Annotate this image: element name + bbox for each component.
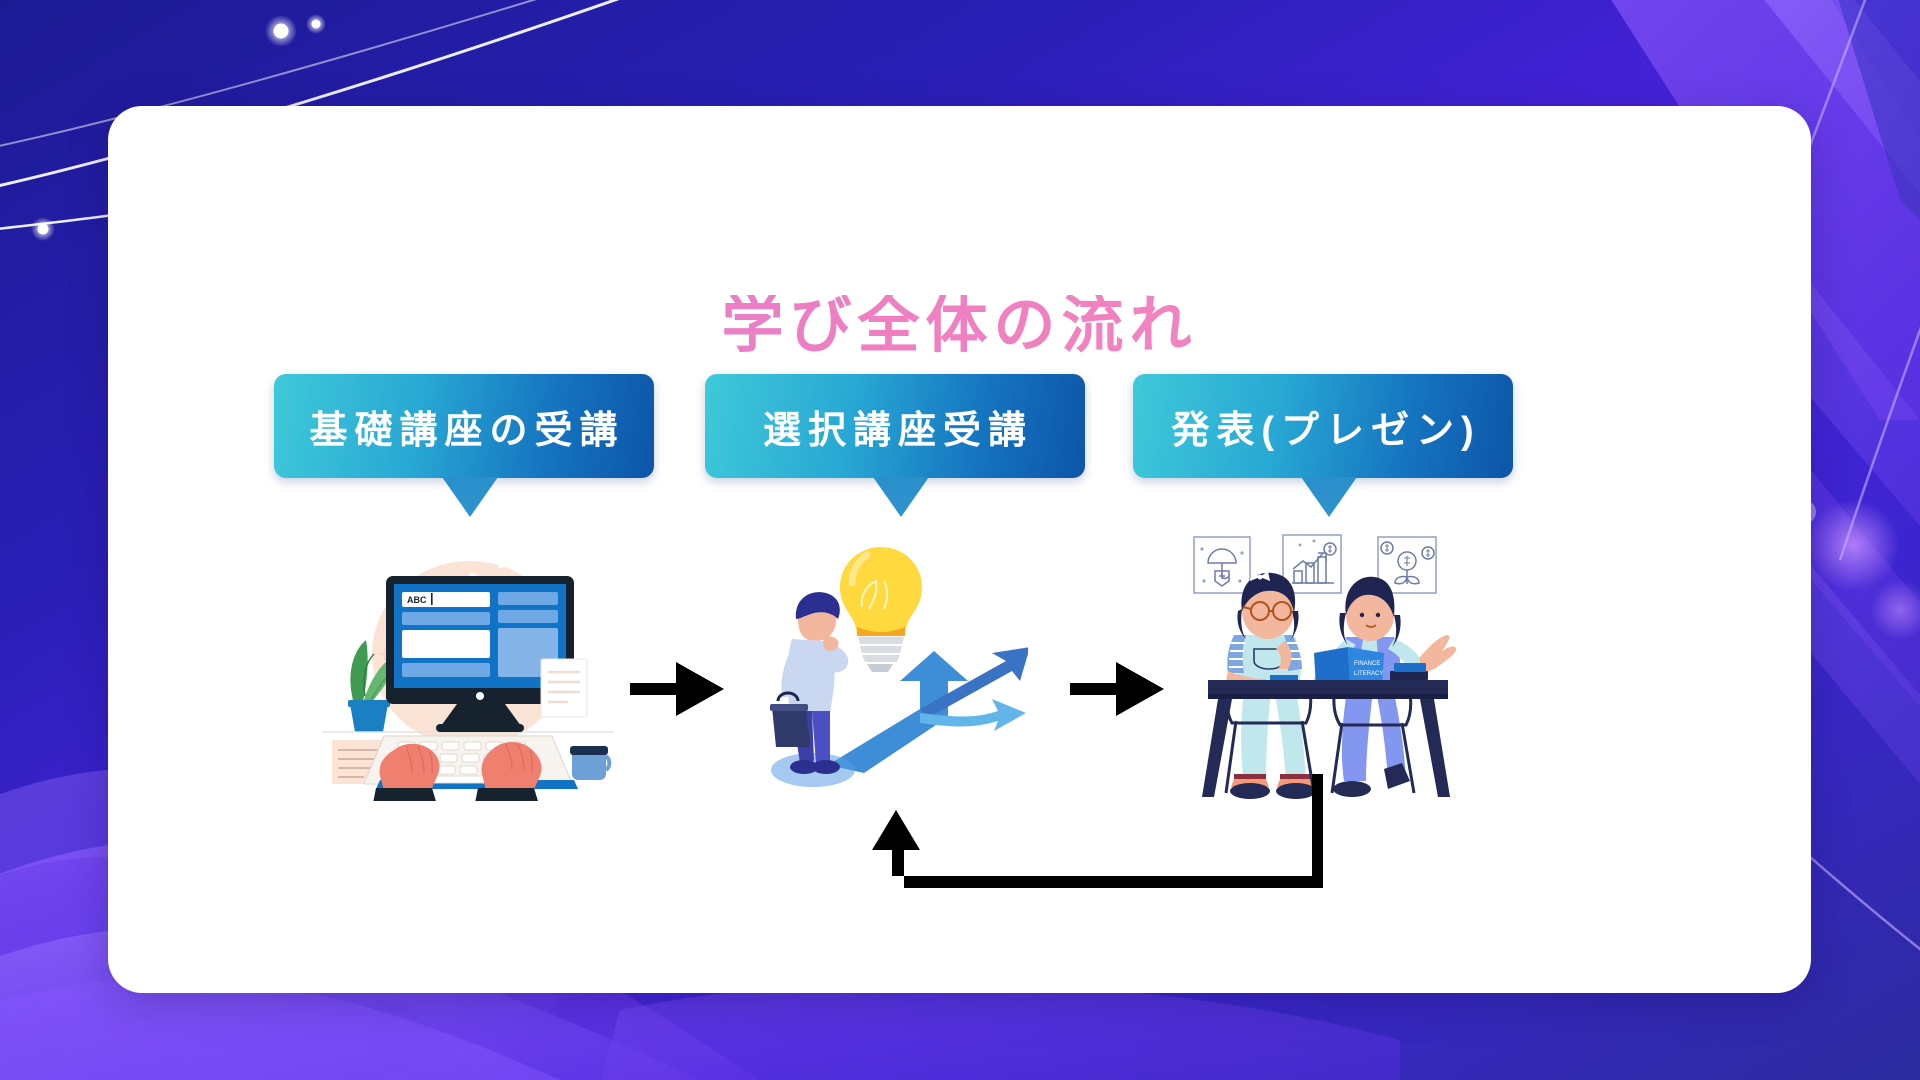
page-title: 学び全体の流れ <box>108 295 1811 357</box>
step-banner-label-2: 選択講座受講 <box>762 409 1033 452</box>
monitor-abc-text: ABC <box>407 595 427 605</box>
step-banner-tail-1 <box>442 477 498 517</box>
connector-step2-to-step3 <box>1070 662 1164 716</box>
step-banner-label-1: 基礎講座の受講 <box>309 409 625 452</box>
two-people-presenting-at-desk-illustration: FINANCE LITERACY <box>1188 531 1458 806</box>
step-banner-label-3: 発表(プレゼン) <box>1171 409 1481 452</box>
connector-step1-to-step2 <box>630 662 724 716</box>
content-card: 学び全体の流れ 基礎講座の受講 選択講座受講 発表(プレゼン) <box>108 106 1811 993</box>
book-title-line2: LITERACY <box>1354 671 1383 677</box>
step-banner-3[interactable]: 発表(プレゼン) <box>1133 374 1513 478</box>
person-thinking-lightbulb-branching-arrows-illustration <box>768 541 1030 801</box>
step-banner-1[interactable]: 基礎講座の受講 <box>274 374 654 478</box>
step-banner-2[interactable]: 選択講座受講 <box>705 374 1085 478</box>
connector-step3-back-to-step2 <box>872 774 1323 888</box>
book-title-line1: FINANCE <box>1354 661 1380 667</box>
desk-computer-typing-illustration: ABC <box>318 536 618 808</box>
step-banner-tail-3 <box>1301 477 1357 517</box>
step-banner-tail-2 <box>873 477 929 517</box>
